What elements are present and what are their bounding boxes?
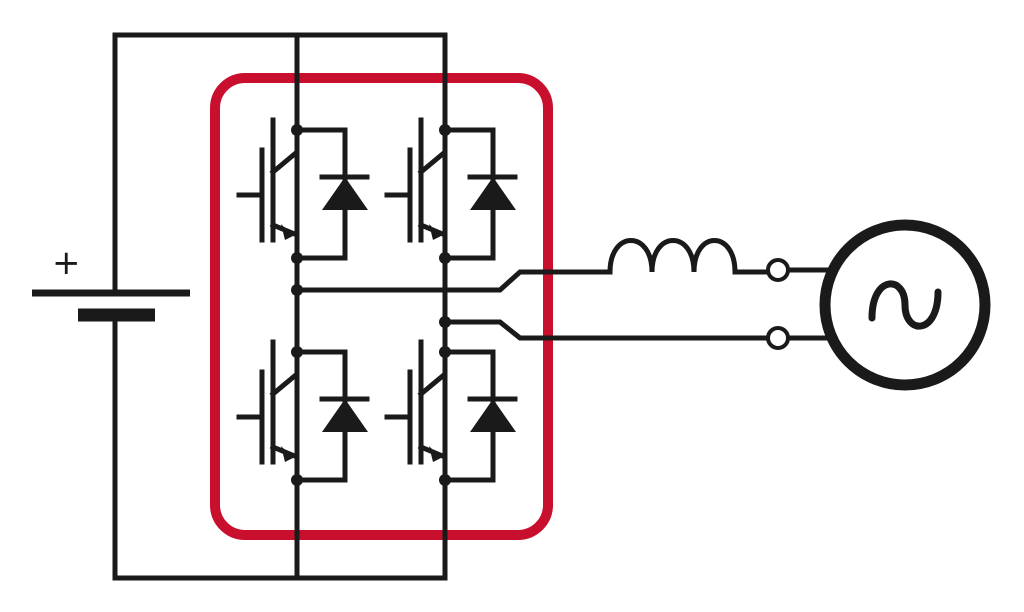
terminal-top xyxy=(766,258,790,282)
igbt-bottom-right xyxy=(387,342,516,486)
output-wires xyxy=(291,267,829,341)
battery-plus-label: + xyxy=(52,243,81,283)
ac-source-icon xyxy=(819,219,991,391)
inductor-icon xyxy=(607,238,738,275)
battery-icon: + xyxy=(32,243,190,322)
dc-rails xyxy=(112,32,448,581)
igbt-bottom-left xyxy=(239,342,368,486)
bridge-outline xyxy=(210,73,553,540)
terminal-bottom xyxy=(766,326,790,350)
igbt-top-left xyxy=(239,120,368,264)
igbt-top-right xyxy=(387,120,516,264)
